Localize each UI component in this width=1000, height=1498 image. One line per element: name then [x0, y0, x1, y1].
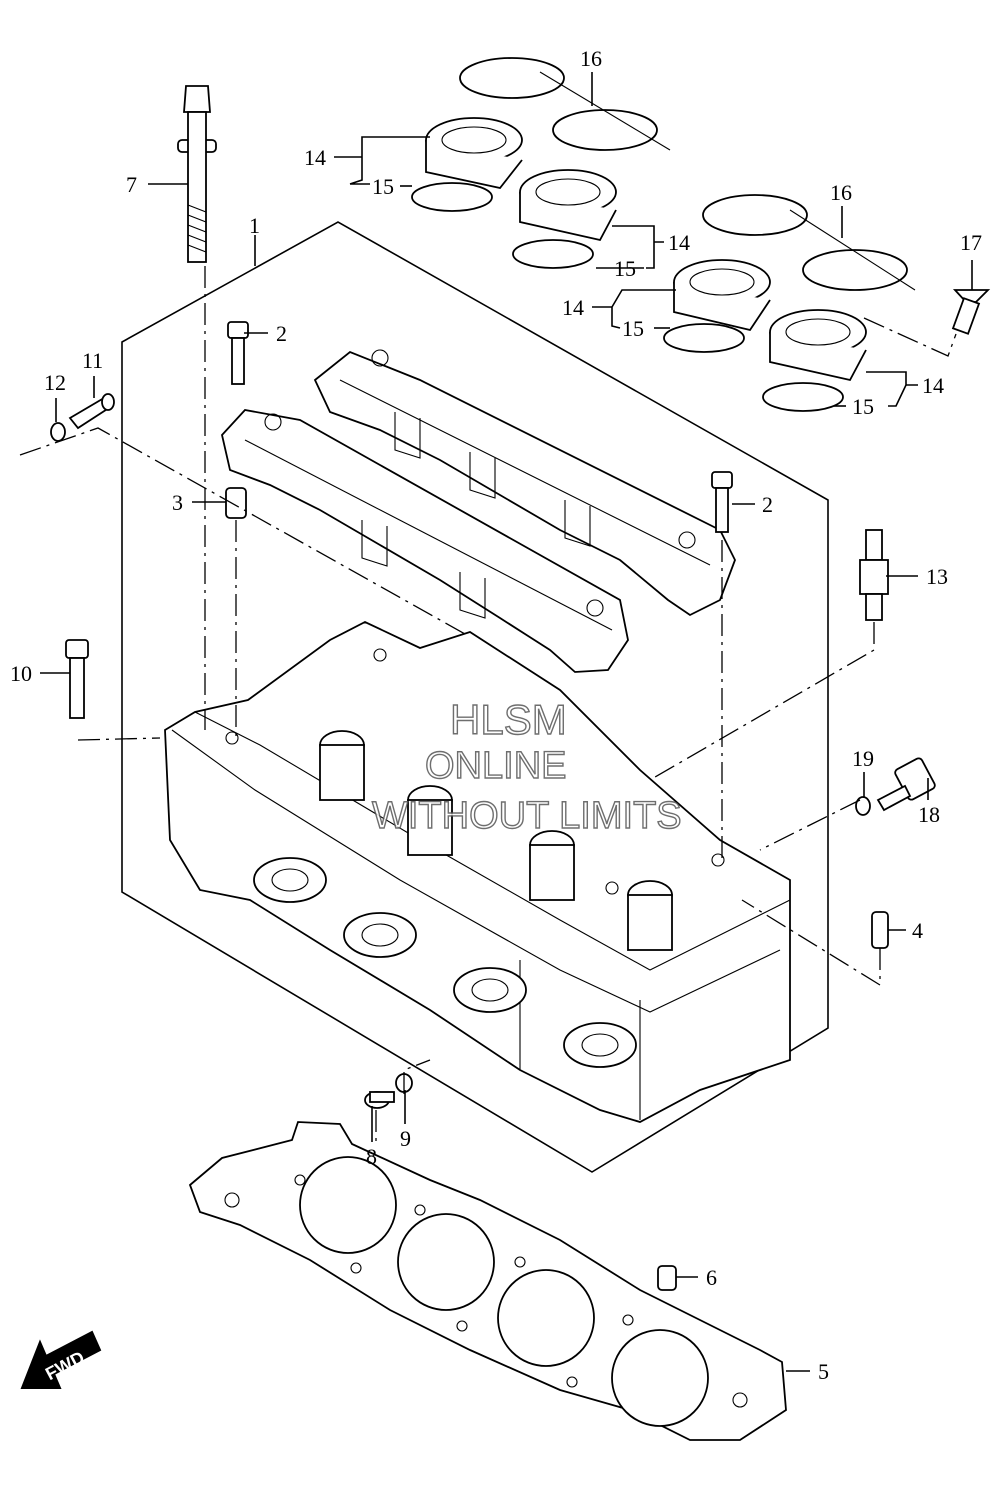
callout-15: 15 [614, 256, 636, 281]
callout-14: 14 [922, 373, 944, 398]
callout-12: 12 [44, 370, 66, 395]
fwd-arrow-icon: FWD [20, 1330, 102, 1389]
alignment-lines [19, 266, 957, 1142]
callout-8: 8 [366, 1144, 377, 1169]
dowel-6 [657, 1265, 677, 1291]
assembly-outline-box [121, 221, 829, 1173]
callout-9: 9 [400, 1126, 411, 1151]
camshaft-holder-bolt-right [711, 471, 733, 533]
callout-17: 17 [960, 230, 982, 255]
side-bolt [65, 639, 89, 719]
dowel-pin [225, 487, 247, 519]
callout-14: 14 [668, 230, 690, 255]
callout-13: 13 [926, 564, 948, 589]
callout-16: 16 [580, 46, 602, 71]
camshaft-holder-exhaust [221, 409, 629, 673]
callout-15: 15 [852, 394, 874, 419]
watermark-line-1: HLSM [450, 696, 567, 743]
callout-3: 3 [172, 490, 183, 515]
screw-17 [951, 289, 991, 335]
pin-4 [871, 911, 889, 949]
callout-19: 19 [852, 746, 874, 771]
oil-jet-fitting [68, 393, 115, 430]
temperature-sensor [876, 757, 936, 812]
watermark-line-2: ONLINE [425, 745, 566, 787]
spark-plug [859, 529, 889, 621]
intake-pipe-group [411, 57, 916, 412]
callout-2: 2 [762, 492, 773, 517]
callout-5: 5 [818, 1359, 829, 1384]
callout-labels: 1 2 2 3 4 5 6 7 8 9 10 11 12 13 14 14 14… [10, 46, 982, 1384]
callout-16: 16 [830, 180, 852, 205]
camshaft-holder-bolt-upper [227, 321, 249, 385]
watermark-line-3: WITHOUT LIMITS [372, 795, 682, 837]
callout-11: 11 [82, 348, 103, 373]
callout-7: 7 [126, 172, 137, 197]
callout-18: 18 [918, 802, 940, 827]
cylinder-head-gasket [188, 1121, 787, 1441]
cylinder-head-bolt [177, 85, 217, 263]
callout-14: 14 [304, 145, 326, 170]
callout-14: 14 [562, 295, 584, 320]
callout-15: 15 [622, 316, 644, 341]
cylinder-head [164, 620, 791, 1123]
callout-1: 1 [249, 213, 260, 238]
callout-15: 15 [372, 174, 394, 199]
o-ring-12 [50, 422, 66, 442]
callout-6: 6 [706, 1265, 717, 1290]
callout-10: 10 [10, 661, 32, 686]
callout-2: 2 [276, 321, 287, 346]
gasket-19 [855, 796, 871, 816]
leader-lines [40, 72, 973, 1372]
callout-4: 4 [912, 918, 923, 943]
bolt-8 [364, 1091, 395, 1109]
camshaft-holder-intake [313, 349, 736, 617]
watermark: HLSM ONLINE WITHOUT LIMITS [371, 695, 682, 837]
